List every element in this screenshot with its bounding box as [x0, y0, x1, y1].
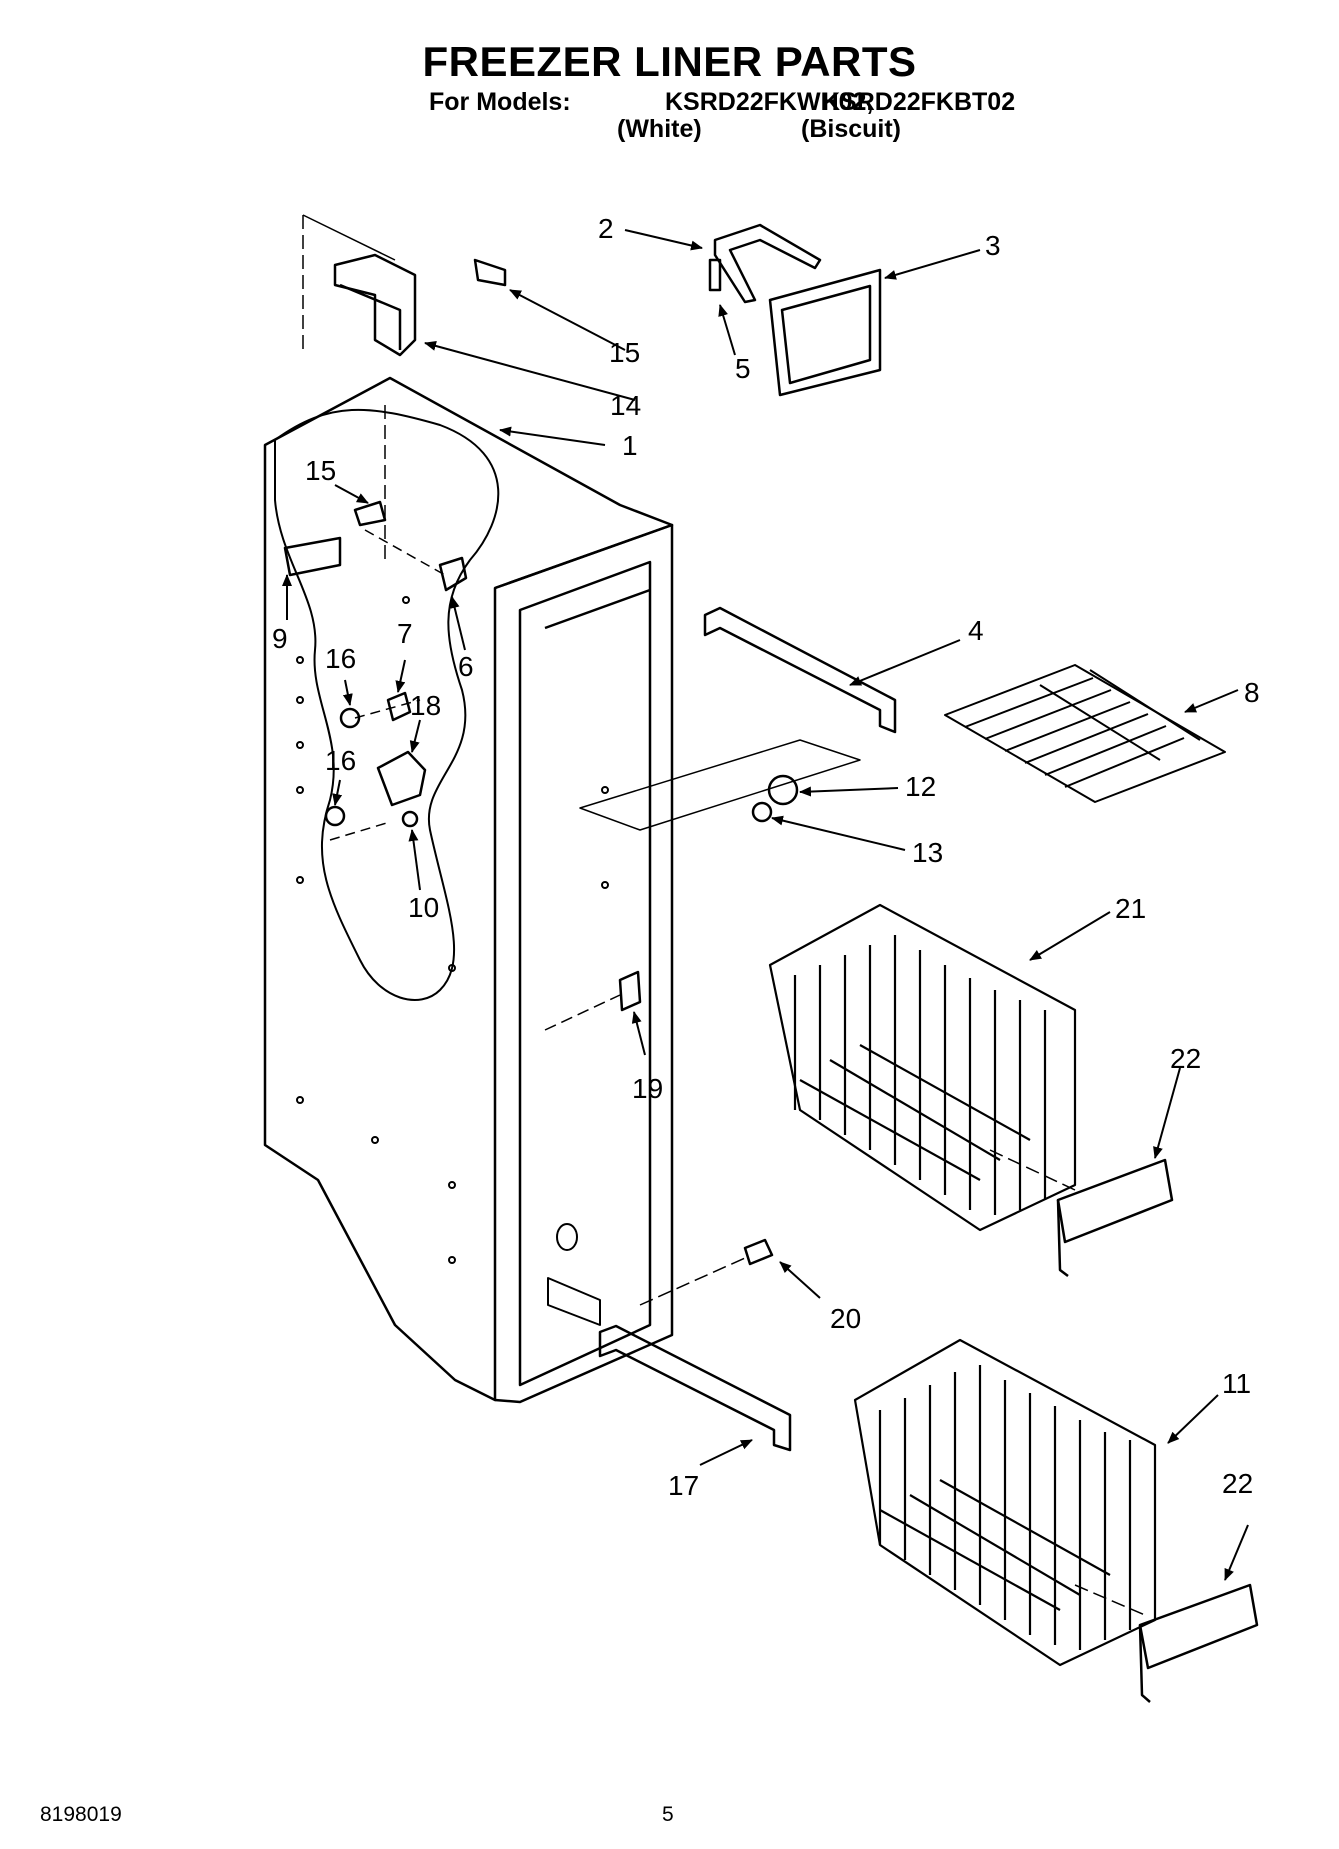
- callout-22-upper: 22: [1170, 1043, 1201, 1074]
- page-number: 5: [662, 1803, 674, 1826]
- model-number-biscuit: KSRD22FKBT02: [822, 88, 1016, 116]
- part-14-bracket: [333, 253, 417, 357]
- callout-1: 1: [622, 430, 638, 461]
- liner-holes: [296, 596, 609, 1264]
- callout-18: 18: [410, 690, 441, 721]
- callout-20: 20: [830, 1303, 861, 1334]
- variant-biscuit: (Biscuit): [801, 115, 901, 143]
- callout-4: 4: [968, 615, 984, 646]
- part-7-clip: [386, 691, 412, 722]
- part-22-front-lower: [1138, 1583, 1259, 1670]
- callout-6: 6: [458, 651, 474, 682]
- document-number: 8198019: [40, 1803, 122, 1826]
- variant-white: (White): [617, 115, 702, 143]
- callout-16-upper: 16: [325, 643, 356, 674]
- part-10-screw: [401, 810, 419, 828]
- part-22-front-upper: [1056, 1158, 1174, 1244]
- part-5-screw: [708, 258, 722, 292]
- callout-12: 12: [905, 771, 936, 802]
- part-4-rail: [703, 606, 897, 734]
- callout-2: 2: [598, 213, 614, 244]
- freezer-liner-drawing: [263, 214, 1259, 1703]
- callout-19: 19: [632, 1073, 663, 1104]
- part-2-bracket: [713, 223, 822, 304]
- part-19-switch: [618, 970, 642, 1012]
- callout-5: 5: [735, 353, 751, 384]
- callout-16-lower: 16: [325, 745, 356, 776]
- callout-13: 13: [912, 837, 943, 868]
- part-17-rail: [598, 1324, 792, 1452]
- callout-labels: 1 2 3 4 5 6 7 8 9 10 11 12 13 14 15 15 1…: [272, 213, 1260, 1501]
- callout-7: 7: [397, 618, 413, 649]
- callout-8: 8: [1244, 677, 1260, 708]
- model-number-white: KSRD22FKWH02,: [665, 88, 874, 116]
- models-label: For Models:: [429, 88, 571, 116]
- callout-22-lower: 22: [1222, 1468, 1253, 1499]
- part-6-clip: [438, 556, 468, 592]
- part-15-screw-inner: [353, 500, 387, 527]
- callout-21: 21: [1115, 893, 1146, 924]
- part-12-grommet: [767, 774, 799, 806]
- part-16-screw-upper: [339, 707, 361, 729]
- callout-17: 17: [668, 1470, 699, 1501]
- part-20-screw: [743, 1238, 774, 1266]
- callout-9: 9: [272, 623, 288, 654]
- callout-11: 11: [1222, 1368, 1251, 1399]
- part-15-screw: [473, 258, 507, 287]
- part-21-basket: [768, 903, 1077, 1232]
- callout-14: 14: [610, 390, 641, 421]
- callout-10: 10: [408, 892, 439, 923]
- liner-body: [263, 376, 674, 1402]
- part-16-screw-lower: [324, 805, 346, 827]
- part-9-bracket: [283, 536, 342, 577]
- liner-front-flange: [494, 523, 674, 1404]
- callout-3: 3: [985, 230, 1001, 261]
- callout-15-top: 15: [609, 337, 640, 368]
- part-8-shelf: [944, 664, 1226, 803]
- cutaway-outline: [274, 408, 500, 1001]
- part-13-plug: [751, 801, 773, 823]
- callout-leaders: [282, 229, 1249, 1581]
- part-11-basket: [853, 1338, 1157, 1667]
- callout-15-inner: 15: [305, 455, 336, 486]
- part-3-flap: [768, 268, 882, 397]
- page-title: FREEZER LINER PARTS: [422, 38, 917, 85]
- part-18-cam: [376, 750, 427, 807]
